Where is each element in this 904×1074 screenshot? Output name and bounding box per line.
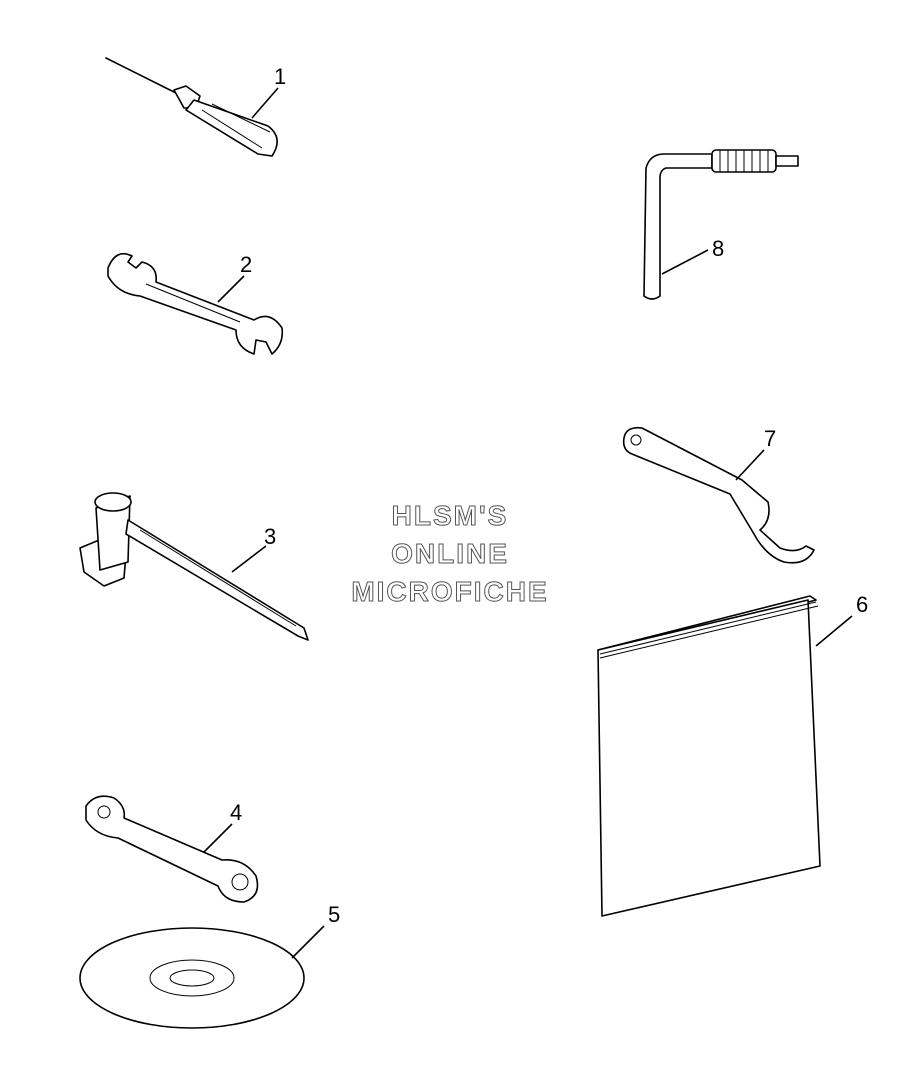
callout-7: 7 [764,426,776,451]
watermark-line-3: MICROFICHE [351,576,549,608]
callout-2: 2 [240,252,252,277]
hook-spanner-part[interactable]: 7 [622,426,815,564]
callout-6: 6 [856,592,868,617]
callout-4: 4 [230,800,242,825]
callout-5: 5 [328,902,340,927]
watermark-line-1: HLSM'S [391,500,509,532]
disc-part[interactable]: 5 [79,902,340,1029]
plug-wrench-part[interactable]: 3 [79,492,309,641]
l-hex-wrench-part[interactable]: 8 [643,149,799,300]
callout-8: 8 [712,236,724,261]
callout-1: 1 [274,64,286,89]
watermark-line-2: ONLINE [391,538,509,570]
screwdriver-part[interactable]: 1 [105,57,286,157]
callout-3: 3 [264,524,276,549]
box-wrench-part[interactable]: 4 [85,795,259,903]
open-end-wrench-part[interactable]: 2 [107,252,284,355]
manual-part[interactable]: 6 [597,592,868,917]
